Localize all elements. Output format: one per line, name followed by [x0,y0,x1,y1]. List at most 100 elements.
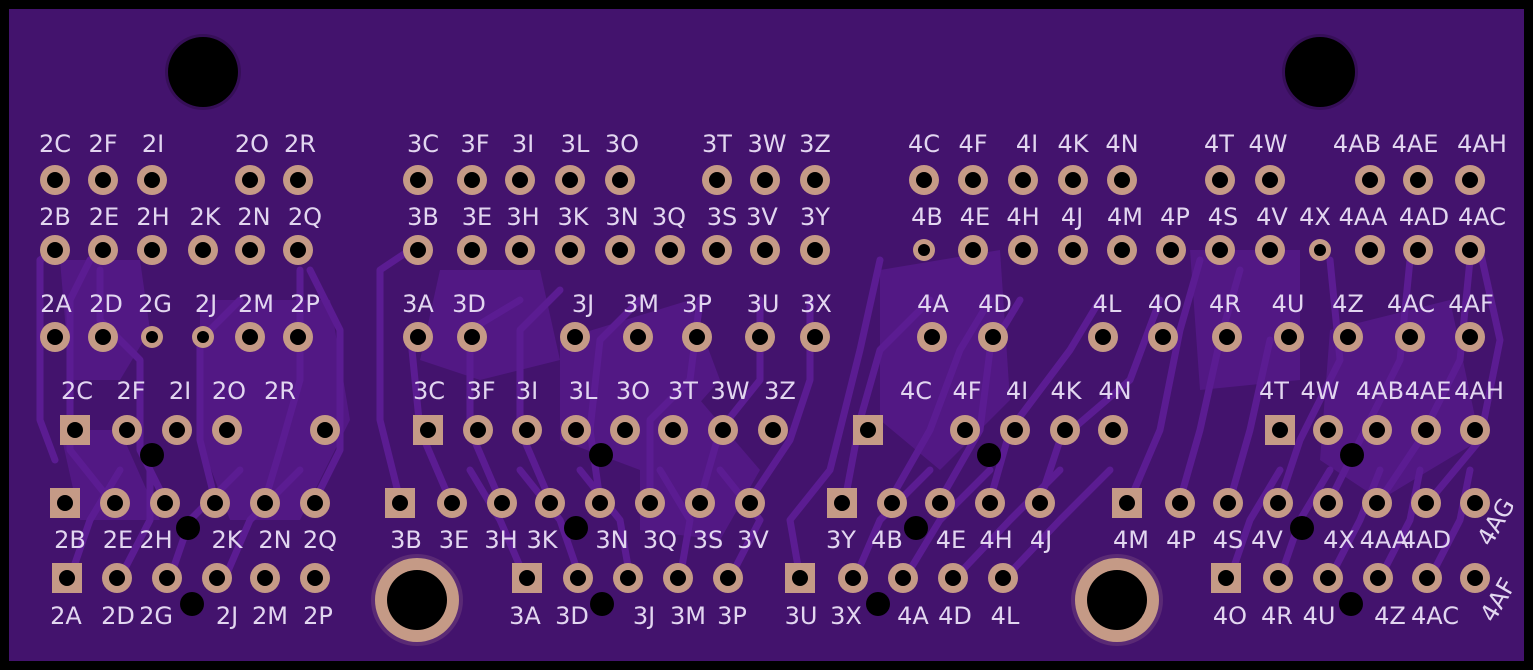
pin-label: 4I [1016,130,1038,158]
pin-label: 3V [737,526,769,554]
pin-label: 2M [252,602,288,630]
copper-pour [420,270,560,380]
pad-drill [1410,172,1426,188]
pin-label: 3O [616,377,650,405]
pin-label: 4U [1272,290,1305,318]
via [564,516,588,540]
pin-label: 3D [452,290,486,318]
pin-label: 4AA [1339,203,1388,231]
pin-label: 2K [189,203,221,231]
pin-label: 3L [561,130,590,158]
pad-drill [197,331,209,343]
pad-drill [995,570,1011,586]
pad-drill [562,172,578,188]
pad-drill [1369,495,1385,511]
pad-drill [1119,495,1135,511]
pin-label: 2I [169,377,191,405]
pad-drill [670,570,686,586]
pad-drill [95,329,111,345]
pin-label: 3C [413,377,445,405]
pin-label: 4V [1251,526,1283,554]
copper-pour [200,300,350,520]
pad-drill [1065,242,1081,258]
pad-drill [765,422,781,438]
pin-label: 4L [991,602,1020,630]
pad-drill [1212,172,1228,188]
pin-label: 3C [407,130,439,158]
pad-drill [444,495,460,511]
mounting-hole [1285,37,1355,107]
pad-drill [1419,570,1435,586]
copper-trace [516,466,584,582]
pad-drill [1114,242,1130,258]
pin-label: 3Z [799,130,831,158]
pin-label: 4AD [1401,526,1451,554]
via [1290,516,1314,540]
pin-label: 4C [900,377,932,405]
pin-label: 4K [1057,130,1089,158]
pin-label: 2P [303,602,333,630]
pad-drill [1462,329,1478,345]
pad-drill [169,422,185,438]
pad-drill [470,422,486,438]
copper-trace [221,466,304,582]
pin-label: 4B [871,526,903,554]
pin-label: 2P [290,290,320,318]
pad-drill [195,242,211,258]
pin-label: 4T [1259,377,1289,405]
pad-drill [1418,495,1434,511]
via [1340,443,1364,467]
pin-label: 3H [484,526,517,554]
pin-label: 3E [439,526,469,554]
pin-label: 4Z [1374,602,1406,630]
pin-label: 4F [958,130,987,158]
pad-drill [219,422,235,438]
pin-label: 2F [88,130,117,158]
pad-drill [59,570,75,586]
pad-drill [242,329,258,345]
pad-drill [562,242,578,258]
pad-drill [410,329,426,345]
pad-drill [317,422,333,438]
pin-label: 4N [1098,377,1131,405]
copper-trace [466,296,524,504]
pin-label: 3J [633,602,655,630]
pin-label: 4AH [1457,130,1507,158]
pin-label: 4E [960,203,990,231]
via [589,443,613,467]
pad-drill [709,172,725,188]
pin-label: 4C [908,130,940,158]
pad-drill [1281,329,1297,345]
pad-drill [242,242,258,258]
pin-label: 4T [1204,130,1234,158]
pin-label: 2R [284,130,316,158]
pin-label: 2K [211,526,243,554]
pin-label: 4R [1261,602,1293,630]
pad-drill [985,329,1001,345]
pin-label: 4W [1249,130,1288,158]
copper-trace [1176,266,1244,504]
pin-label: 3Q [652,203,686,231]
pin-label: 3I [512,130,534,158]
pin-label: 2H [139,526,172,554]
pad-drill [519,570,535,586]
pad-drill [1105,422,1121,438]
pad-drill [1262,242,1278,258]
pad-drill [410,172,426,188]
pin-label: 2G [138,290,172,318]
via [866,592,890,616]
copper-trace [1426,246,1504,504]
pad-drill [620,570,636,586]
pin-label: 2E [103,526,133,554]
pin-label: 4X [1299,203,1331,231]
pad-drill [1262,172,1278,188]
pin-label: 4S [1208,203,1239,231]
copper-trace [951,466,1064,582]
pad-drill [95,242,111,258]
pin-label: 3X [800,290,832,318]
pad-drill [47,242,63,258]
pin-label: 3F [466,377,495,405]
pin-label: 4N [1105,130,1138,158]
pad-drill [982,495,998,511]
pad-drill [95,172,111,188]
